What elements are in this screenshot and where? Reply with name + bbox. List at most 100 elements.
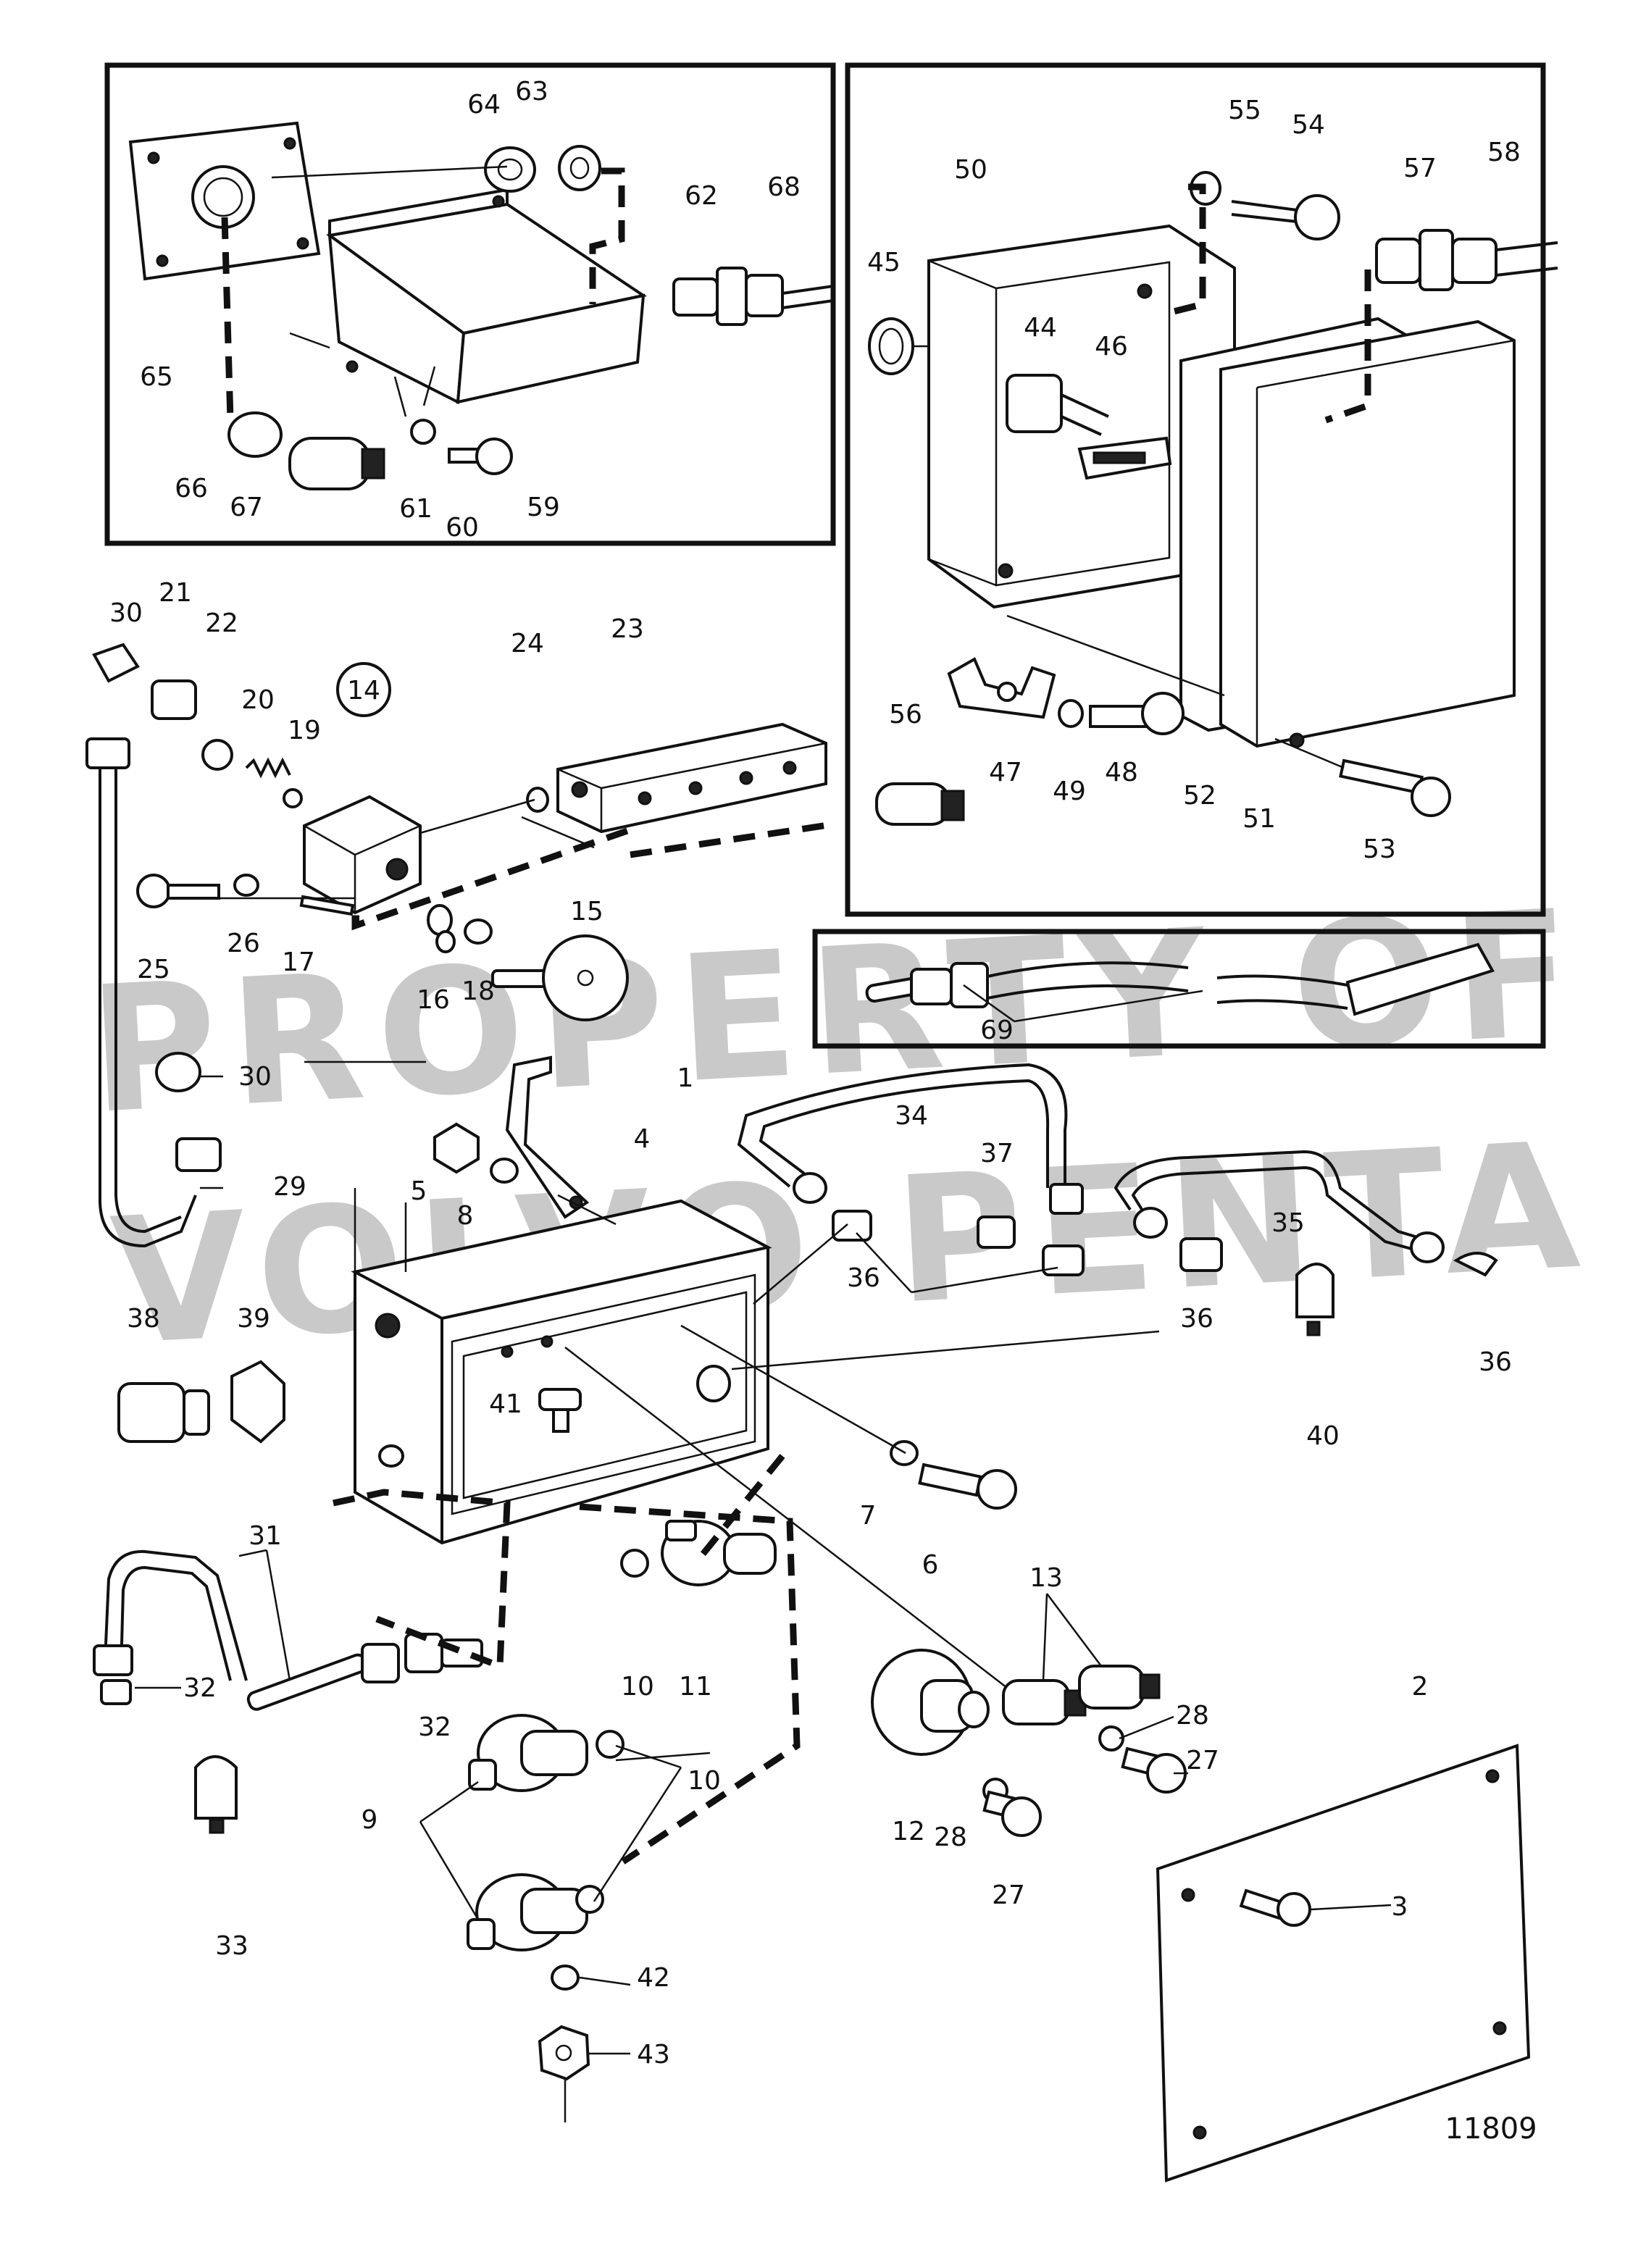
callout-42: 42 [637,1963,670,1993]
main-leaders [217,798,1160,1865]
callout-27a: 27 [1186,1746,1219,1775]
callout-32b: 32 [418,1712,451,1742]
callout-33: 33 [215,1931,248,1961]
callout-8: 8 [457,1201,474,1231]
callout-17: 17 [282,947,315,977]
callout-9: 9 [362,1805,378,1835]
callout-46: 46 [1095,332,1128,361]
callout-2: 2 [1412,1672,1429,1702]
part-54-55-screw-washer [1190,171,1340,240]
callout-29: 29 [273,1172,306,1202]
callout-21: 21 [159,578,192,608]
callout-62: 62 [685,181,718,211]
callout-12: 12 [892,1817,925,1846]
part-42-43-nut-washer [538,1964,590,2122]
callout-69: 69 [980,1016,1014,1045]
callout-37: 37 [980,1139,1014,1168]
callout-65: 65 [140,362,173,392]
part-27-28-screws [982,1725,1187,1837]
part-69-sensor-cable [865,942,1495,1016]
callout-24: 24 [511,629,544,658]
callout-35: 35 [1271,1208,1305,1238]
part-66-67-sender [227,411,385,490]
callout-41: 41 [489,1389,522,1419]
callout-26: 26 [227,929,260,958]
callout-43: 43 [637,2040,670,2070]
callout-pointers [135,984,1392,2055]
inset-frame-cable [812,929,1546,1049]
part-9-10-senders [467,1714,624,1951]
part-44-46-connector [1006,374,1172,480]
part-53-screw [1339,758,1451,817]
callout-11: 11 [679,1672,712,1702]
callout-labels: 1 2 3 4 5 6 7 8 9 10 10 11 12 13 14 15 1… [109,77,1537,2146]
top-right-leaders [913,183,1371,769]
part-59-junction-box [326,188,648,405]
callout-59: 59 [527,493,560,522]
callout-6: 6 [922,1550,939,1580]
part-2-cover-plate [1156,1744,1531,2183]
part-33-clip [194,1755,238,1834]
callout-53: 53 [1363,834,1396,864]
callout-67: 67 [230,493,263,522]
callout-7: 7 [860,1501,877,1531]
callout-61: 61 [399,494,433,524]
part-51-box-cover [1219,319,1516,748]
part-56-temp-sender [875,782,965,826]
callout-5: 5 [411,1176,427,1206]
callout-58: 58 [1487,138,1521,167]
inset-frame-top-left [104,62,836,546]
callout-20: 20 [241,685,275,715]
callout-28a: 28 [1176,1701,1209,1731]
part-14-callout-circle [336,662,391,717]
part-40-clip [1295,1263,1334,1336]
part-34-35-36-37-oil-lines [737,1063,1498,1277]
part-63-64-nut-washer [484,145,601,193]
callout-40: 40 [1306,1421,1340,1451]
callout-48: 48 [1105,758,1138,787]
callout-16: 16 [417,985,450,1015]
callout-36c: 36 [1479,1347,1512,1377]
callout-68: 68 [767,172,801,202]
part-6-7-bolt-washer [890,1440,1017,1510]
callout-22: 22 [205,608,238,638]
part-41-plug [538,1388,582,1433]
callout-15: 15 [570,897,603,926]
callout-66: 66 [175,474,208,503]
callout-3: 3 [1392,1892,1408,1922]
watermark-line-2: VOLVO PENTA [107,1104,1597,1384]
callout-47: 47 [989,758,1022,787]
callout-28b: 28 [934,1823,967,1852]
callout-23: 23 [611,614,644,644]
callout-27b: 27 [992,1880,1025,1910]
callout-10a: 10 [621,1672,654,1702]
callout-57: 57 [1403,154,1437,183]
part-13-switches [1002,1665,1161,1725]
callout-13: 13 [1029,1563,1063,1593]
callout-44: 44 [1024,313,1057,343]
part-12-gauge [871,1649,990,1756]
callout-4: 4 [634,1124,651,1154]
part-45-seal-ring [868,317,914,375]
callout-38: 38 [127,1304,160,1334]
callout-25: 25 [137,955,170,984]
part-62-68-cable-gland [672,267,834,326]
part-23-distribution-block [526,722,827,834]
callout-30b: 30 [238,1062,272,1092]
top-left-leaders [221,165,625,421]
part-10-11-sender [620,1520,777,1586]
callout-45: 45 [867,248,901,277]
callout-52: 52 [1183,781,1216,811]
callout-1: 1 [677,1063,694,1093]
part-16-18-15-adjuster [427,904,629,1021]
callout-32a: 32 [183,1673,217,1703]
callout-36b: 36 [1180,1304,1213,1334]
callout-56: 56 [889,700,922,729]
callout-19: 19 [288,716,321,745]
part-38-39-union [117,1360,285,1444]
callout-51: 51 [1242,804,1276,834]
callout-54: 54 [1292,110,1325,140]
part-4-5-8-bracket-nut [433,1055,590,1219]
callout-30a: 30 [109,598,143,628]
